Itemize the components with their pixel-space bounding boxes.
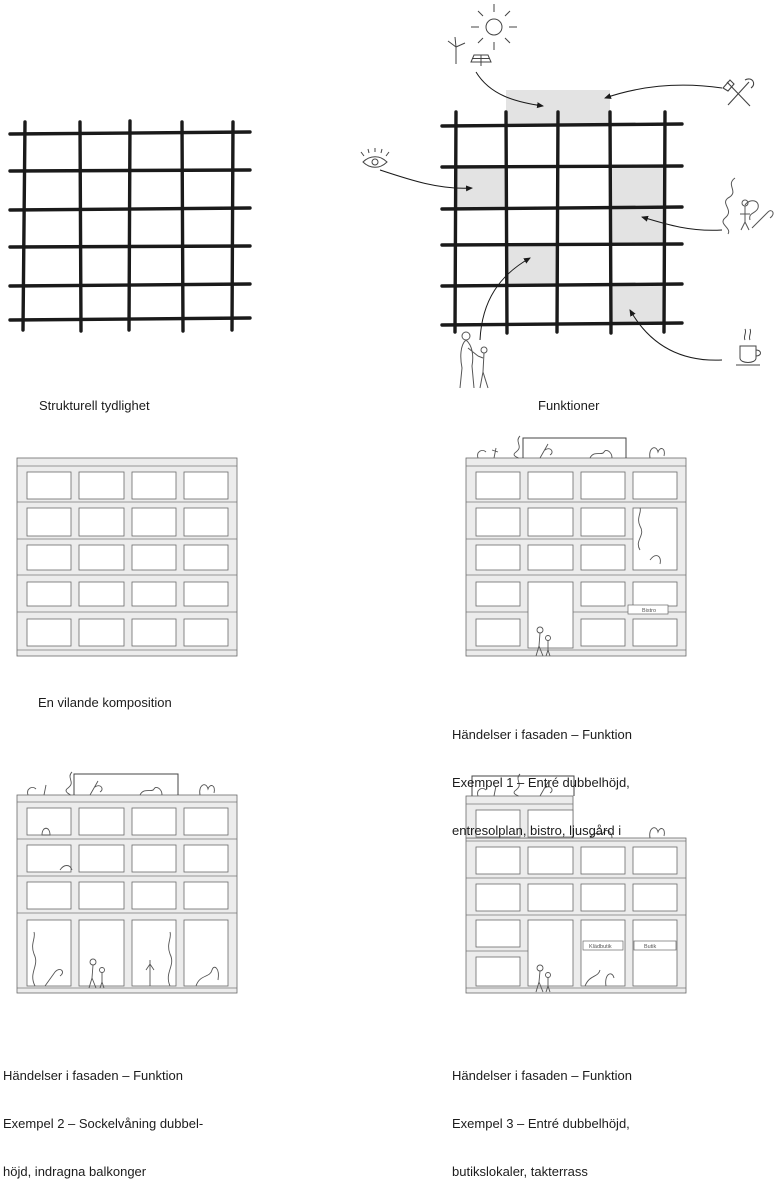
facade-example-1 bbox=[466, 436, 686, 656]
sun-icon bbox=[471, 4, 517, 50]
caption-example-3-line-2: Exempel 3 – Entré dubbelhöjd, bbox=[452, 1116, 632, 1132]
caption-example-2-line-2: Exempel 2 – Sockelvåning dubbel- bbox=[3, 1116, 203, 1132]
coffee-cup-icon bbox=[736, 329, 761, 365]
caption-example-1-line-3: entresolplan, bistro, ljusgård i bbox=[452, 823, 632, 839]
structural-grid bbox=[10, 121, 250, 331]
caption-example-2-line-3: höjd, indragna balkonger bbox=[3, 1164, 203, 1180]
caption-example-2: Händelser i fasaden – Funktion Exempel 2… bbox=[3, 1036, 203, 1196]
people-icon bbox=[460, 332, 488, 388]
caption-example-3-line-1: Händelser i fasaden – Funktion bbox=[452, 1068, 632, 1084]
sign-bistro: Bistro bbox=[642, 608, 656, 614]
eye-icon bbox=[361, 148, 389, 167]
wind-turbine-icon bbox=[448, 37, 465, 64]
solar-panel-icon bbox=[471, 55, 491, 66]
caption-example-3-line-3: butikslokaler, takterrass bbox=[452, 1164, 632, 1180]
caption-example-1-line-1: Händelser i fasaden – Funktion bbox=[452, 727, 632, 743]
sign-shop-2: Butik bbox=[644, 944, 656, 950]
caption-example-2-line-1: Händelser i fasaden – Funktion bbox=[3, 1068, 203, 1084]
tools-icon bbox=[723, 79, 754, 106]
caption-functions: Funktioner bbox=[538, 398, 599, 414]
sign-shop-1: Klädbutik bbox=[589, 944, 612, 950]
caption-structural-clarity: Strukturell tydlighet bbox=[39, 398, 150, 414]
facade-calm-composition bbox=[17, 458, 237, 656]
plant-icon bbox=[723, 178, 773, 234]
caption-example-1: Händelser i fasaden – Funktion Exempel 1… bbox=[452, 695, 632, 855]
caption-calm-composition: En vilande komposition bbox=[38, 695, 172, 711]
facade-example-2 bbox=[17, 772, 237, 993]
caption-example-3: Händelser i fasaden – Funktion Exempel 3… bbox=[452, 1036, 632, 1196]
caption-example-1-line-2: Exempel 1 – Entré dubbelhöjd, bbox=[452, 775, 632, 791]
